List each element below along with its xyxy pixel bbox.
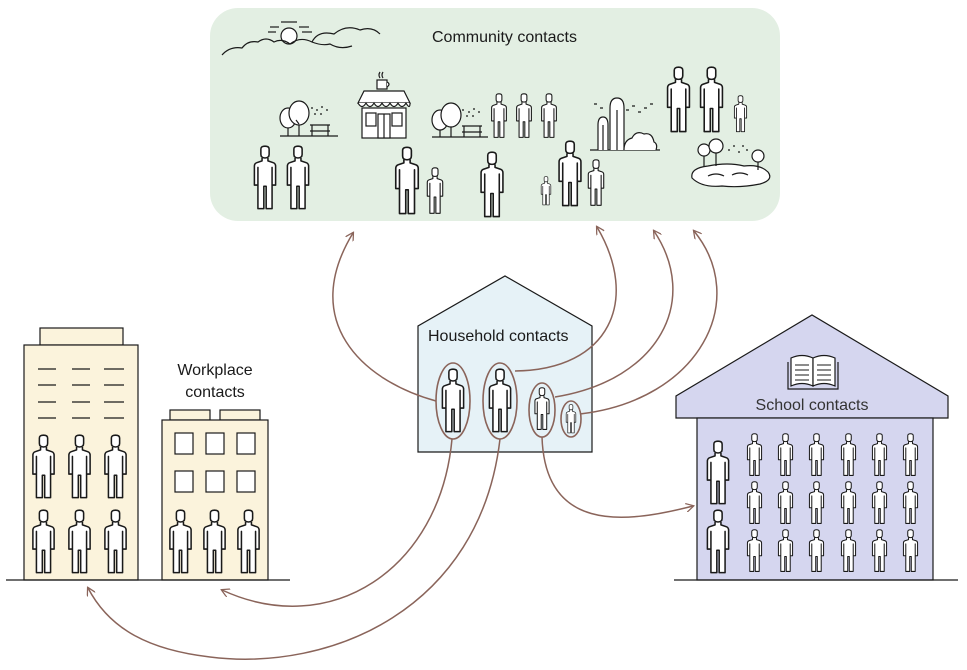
arrow-household-to-community-1 (332, 233, 437, 402)
tree-icon (279, 100, 338, 137)
contact-arrows (88, 227, 718, 660)
workplace-contacts-label: Workplace contacts (177, 362, 253, 401)
shop-icon (357, 90, 411, 139)
arrow-household-to-community-2 (514, 227, 617, 372)
book-icon (787, 354, 839, 390)
arrow-household-to-community-4 (579, 231, 718, 415)
coffee-cup-icon (376, 71, 390, 90)
pond-icon (691, 138, 771, 188)
cloud-icon (221, 27, 381, 56)
school-contacts-label: School contacts (755, 397, 869, 414)
arrow-household-to-small-office (222, 438, 453, 607)
household-contacts-label: Household contacts (428, 328, 569, 345)
arrow-household-to-community-3 (554, 231, 674, 398)
arrow-household-to-tall-office (88, 438, 501, 660)
window-icon (174, 432, 256, 493)
community-contacts-label: Community contacts (432, 29, 577, 46)
bush-icon (590, 97, 660, 151)
arrow-household-to-school (541, 436, 693, 518)
tree-icon (431, 102, 488, 138)
